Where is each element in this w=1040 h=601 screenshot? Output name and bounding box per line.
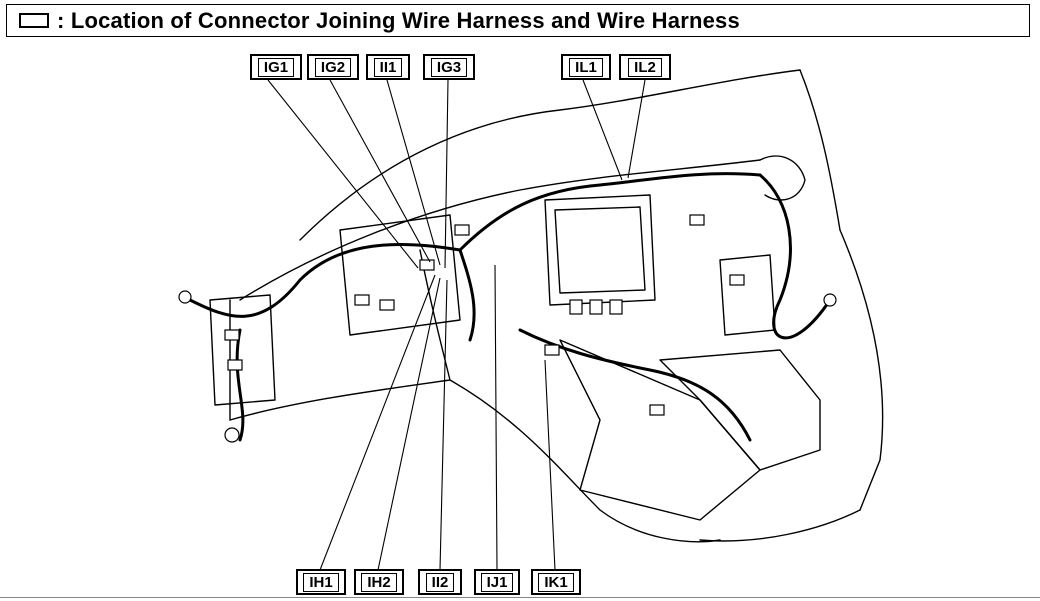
connector-block bbox=[609, 299, 623, 315]
connector-block bbox=[224, 329, 240, 341]
connector-block bbox=[354, 294, 370, 306]
connector-label-ih2: IH2 bbox=[354, 569, 404, 595]
cluster-harness bbox=[458, 248, 476, 342]
connector-block bbox=[649, 404, 665, 416]
connector-label-ih2-text: IH2 bbox=[361, 572, 397, 592]
connector-label-il2: IL2 bbox=[619, 54, 671, 80]
connector-block bbox=[544, 344, 560, 356]
connector-block bbox=[729, 274, 745, 286]
bottom-rule bbox=[0, 597, 1040, 598]
instrument-cluster bbox=[544, 194, 656, 306]
floor-rear bbox=[699, 509, 861, 542]
leader-ig3 bbox=[444, 79, 449, 269]
right-junction-block bbox=[719, 254, 776, 336]
connector-label-il2-text: IL2 bbox=[628, 57, 662, 77]
left-down-harness bbox=[235, 328, 245, 442]
dash-lower-edge bbox=[229, 379, 451, 421]
connector-label-ig3: IG3 bbox=[423, 54, 475, 80]
grommet bbox=[224, 427, 240, 443]
connector-label-ig1: IG1 bbox=[250, 54, 302, 80]
leader-il1 bbox=[582, 79, 623, 181]
connector-label-ij1-text: IJ1 bbox=[480, 572, 514, 592]
grommet bbox=[823, 293, 837, 307]
connector-block bbox=[454, 224, 470, 236]
connector-label-ij1: IJ1 bbox=[474, 569, 520, 595]
leader-ii2 bbox=[439, 279, 448, 571]
connector-label-ig3-text: IG3 bbox=[430, 57, 468, 77]
connector-label-il1-text: IL1 bbox=[569, 57, 603, 77]
windshield-outline bbox=[299, 69, 801, 241]
connector-label-ih1: IH1 bbox=[296, 569, 346, 595]
connector-block bbox=[589, 299, 603, 315]
connector-block bbox=[379, 299, 395, 311]
leader-ii1 bbox=[386, 79, 441, 266]
main-harness-center bbox=[458, 172, 762, 252]
left-cluster bbox=[339, 214, 461, 336]
connector-label-ii2: II2 bbox=[418, 569, 462, 595]
connector-label-ih1-text: IH1 bbox=[303, 572, 339, 592]
leader-ig2 bbox=[329, 79, 431, 263]
center-panel bbox=[554, 206, 646, 294]
page-title: : Location of Connector Joining Wire Har… bbox=[57, 7, 740, 33]
dash-top-edge bbox=[239, 159, 761, 301]
leader-ik1 bbox=[544, 359, 556, 571]
leader-il2 bbox=[627, 79, 646, 179]
grommet bbox=[178, 290, 192, 304]
connector-label-ig2: IG2 bbox=[307, 54, 359, 80]
console-box bbox=[659, 349, 821, 471]
leader-ij1 bbox=[494, 264, 498, 571]
title-bar: : Location of Connector Joining Wire Har… bbox=[6, 4, 1030, 37]
right-vent bbox=[759, 155, 806, 201]
connector-block bbox=[689, 214, 705, 226]
connector-block bbox=[227, 359, 243, 371]
main-harness-left bbox=[188, 242, 462, 318]
connector-label-ik1-text: IK1 bbox=[538, 572, 574, 592]
connector-label-ii1: II1 bbox=[366, 54, 410, 80]
connector-label-il1: IL1 bbox=[561, 54, 611, 80]
connector-label-ig2-text: IG2 bbox=[314, 57, 352, 77]
leader-ih2 bbox=[377, 277, 441, 571]
right-body-side bbox=[839, 229, 884, 511]
roof-pillar bbox=[799, 69, 841, 231]
leader-ih1 bbox=[319, 274, 436, 571]
center-console bbox=[559, 339, 761, 521]
leader-ig1 bbox=[267, 79, 419, 269]
main-harness-right bbox=[758, 173, 832, 340]
connector-label-ik1: IK1 bbox=[531, 569, 581, 595]
connector-label-ii2-text: II2 bbox=[425, 572, 455, 592]
connector-box-symbol bbox=[19, 13, 49, 28]
connector-block bbox=[569, 299, 583, 315]
left-fuse-block bbox=[209, 294, 276, 406]
connector-label-ii1-text: II1 bbox=[373, 57, 403, 77]
floor-edge bbox=[449, 379, 721, 543]
connector-label-ig1-text: IG1 bbox=[257, 57, 295, 77]
connector-block bbox=[419, 259, 435, 271]
